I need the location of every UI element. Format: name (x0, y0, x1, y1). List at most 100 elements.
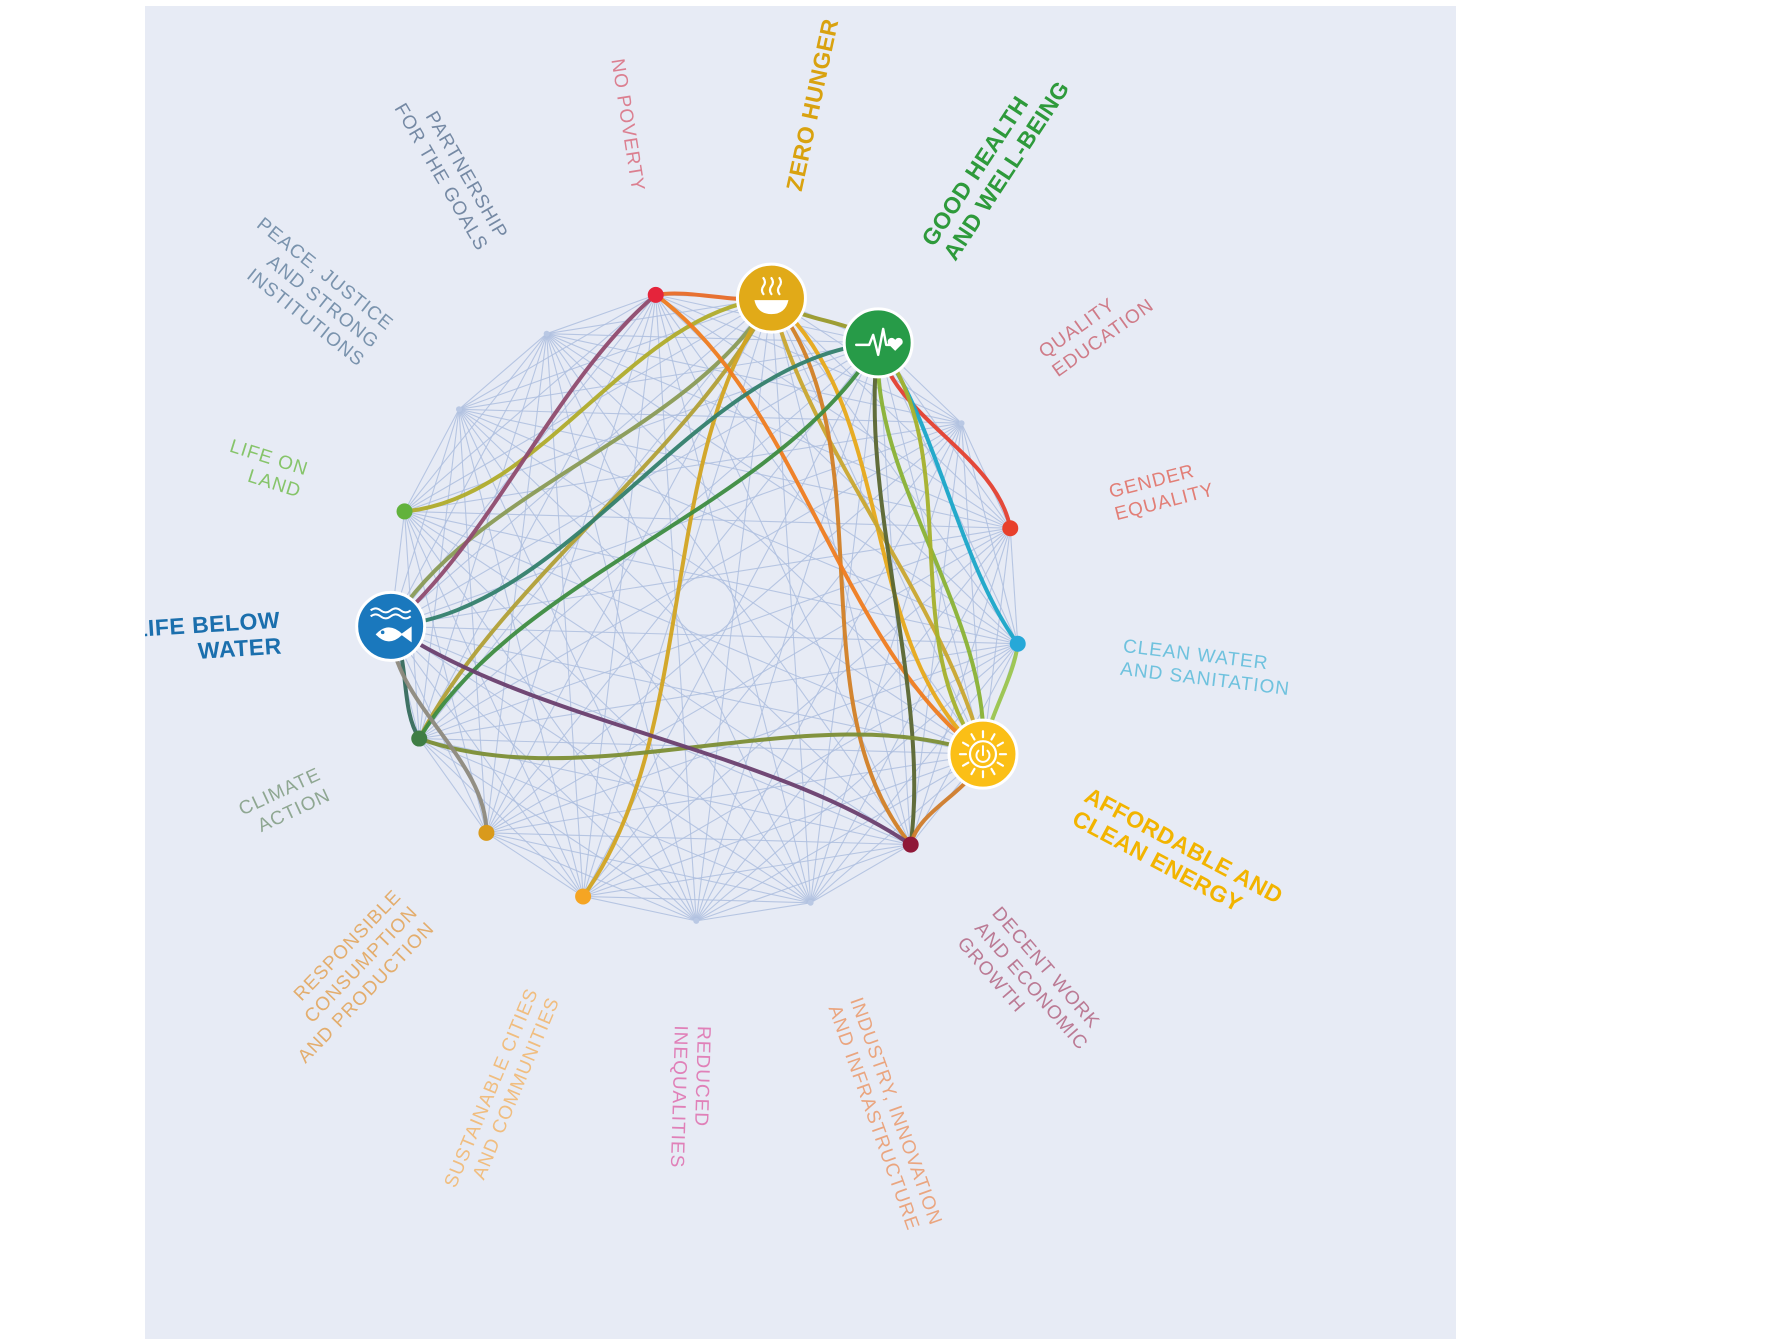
mesh-line (771, 297, 1011, 529)
mesh-line (696, 902, 811, 922)
mesh-line (695, 342, 879, 922)
mesh-line (583, 844, 911, 898)
mesh-line (404, 510, 1018, 645)
mesh-line (655, 294, 912, 845)
label-life-on-land: LIFE ONLAND (220, 436, 310, 502)
diagram-panel: NO POVERTY ZERO HUNGER GOOD HEALTHAND WELL… (145, 6, 1456, 1339)
link-life-below-water-to-decent-work (388, 624, 913, 847)
link-no-poverty-to-life-below-water (388, 292, 658, 629)
mesh-line (582, 527, 1011, 897)
mesh-line (458, 408, 962, 424)
goal-labels: NO POVERTY ZERO HUNGER GOOD HEALTHAND WELL… (145, 16, 1291, 1233)
link-zero-hunger-to-affordable-energy (769, 296, 985, 757)
link-zero-hunger-to-life-on-land (402, 296, 774, 514)
mesh-line (458, 409, 697, 922)
link-good-health-to-life-below-water (388, 340, 881, 629)
mesh-line (419, 738, 811, 904)
node-decent-work (902, 836, 919, 853)
mesh-line (695, 753, 984, 922)
mesh-line (486, 832, 911, 846)
mesh-line (418, 738, 487, 834)
mesh-line (418, 738, 584, 897)
node-clean-water (1009, 635, 1026, 652)
mesh-line (546, 333, 812, 904)
mesh-line (695, 643, 1019, 922)
mesh-line (390, 409, 460, 627)
mesh-line (546, 294, 656, 335)
mesh-line (458, 342, 879, 410)
node-no-poverty (647, 286, 664, 303)
node-gender-equality (1002, 520, 1019, 537)
mesh-line (404, 409, 460, 512)
mesh-line (486, 753, 984, 834)
mesh-line (486, 643, 1018, 834)
mesh-line (486, 832, 584, 897)
mesh-line (546, 333, 879, 344)
power-sun-icon (958, 730, 1008, 779)
mesh-line (390, 625, 811, 904)
mesh-line (390, 626, 584, 897)
mesh-line (458, 408, 1011, 529)
mesh-line (485, 342, 879, 834)
label-climate-action: CLIMATEACTION (236, 764, 334, 841)
mesh-line (458, 408, 812, 904)
node-climate-action (411, 730, 428, 747)
mesh-line (486, 832, 811, 904)
mesh-line (404, 294, 657, 512)
mesh-line (810, 423, 963, 903)
mesh-line (546, 333, 697, 922)
mesh-line (404, 511, 697, 922)
node-life-below-water (355, 590, 427, 662)
sdg-interaction-network: NO POVERTY ZERO HUNGER GOOD HEALTHAND WELL… (145, 16, 1291, 1233)
label-partnership: PARTNERSHIPFOR THE GOALS (390, 88, 512, 254)
label-good-health: GOOD HEALTHAND WELL-BEING (916, 62, 1074, 265)
mesh-line (458, 408, 912, 845)
link-good-health-to-decent-work (872, 340, 917, 847)
mesh-line (695, 422, 963, 922)
mesh-line (546, 333, 1019, 645)
mesh-line (458, 409, 584, 897)
node-industry (807, 899, 814, 906)
mesh-line (458, 409, 487, 833)
mesh-line (1009, 528, 1019, 644)
label-life-below-water: LIFE BELOWWATER (145, 607, 283, 668)
mesh-line (770, 297, 1019, 645)
mesh-line (404, 510, 911, 846)
node-good-health (842, 307, 914, 379)
heartbeat-icon (854, 327, 903, 357)
node-zero-hunger (735, 262, 807, 334)
mesh-line (583, 895, 811, 904)
fish-icon (370, 607, 412, 643)
link-affordable-energy-to-climate-action (417, 732, 985, 761)
mesh-line (982, 528, 1011, 755)
node-partnership (543, 330, 550, 337)
node-responsible-consumption (478, 824, 495, 841)
mesh-line (485, 294, 657, 833)
mesh-line (458, 408, 984, 755)
mesh-line (582, 895, 697, 922)
mesh-line (546, 333, 584, 897)
mesh-line (404, 333, 548, 512)
mesh-line (486, 832, 697, 922)
mesh-line (390, 625, 697, 922)
label-sustainable-cities: SUSTAINABLE CITIESAND COMMUNITIES (441, 985, 565, 1199)
label-line: NO POVERTY (606, 57, 648, 193)
label-line: WATER (197, 633, 282, 664)
mesh-line (390, 625, 984, 755)
label-quality-education: QUALITYEDUCATION (1035, 276, 1158, 381)
mesh-line (546, 333, 984, 755)
mesh-line (390, 527, 1011, 627)
mesh-line (546, 333, 1011, 529)
node-reduced-inequalities (693, 917, 700, 924)
goal-nodes (355, 262, 1026, 924)
node-sustainable-cities (575, 888, 592, 905)
mesh-line (404, 511, 584, 897)
link-good-health-to-affordable-energy (876, 340, 985, 757)
mesh-line (695, 298, 772, 921)
label-line: ZERO HUNGER (781, 16, 843, 193)
label-zero-hunger: ZERO HUNGER (781, 16, 843, 193)
node-affordable-energy (947, 718, 1019, 790)
mesh-line (458, 408, 1018, 645)
mesh-line (485, 333, 548, 833)
label-peace-justice: PEACE, JUSTICEAND STRONGINSTITUTIONS (224, 214, 397, 371)
